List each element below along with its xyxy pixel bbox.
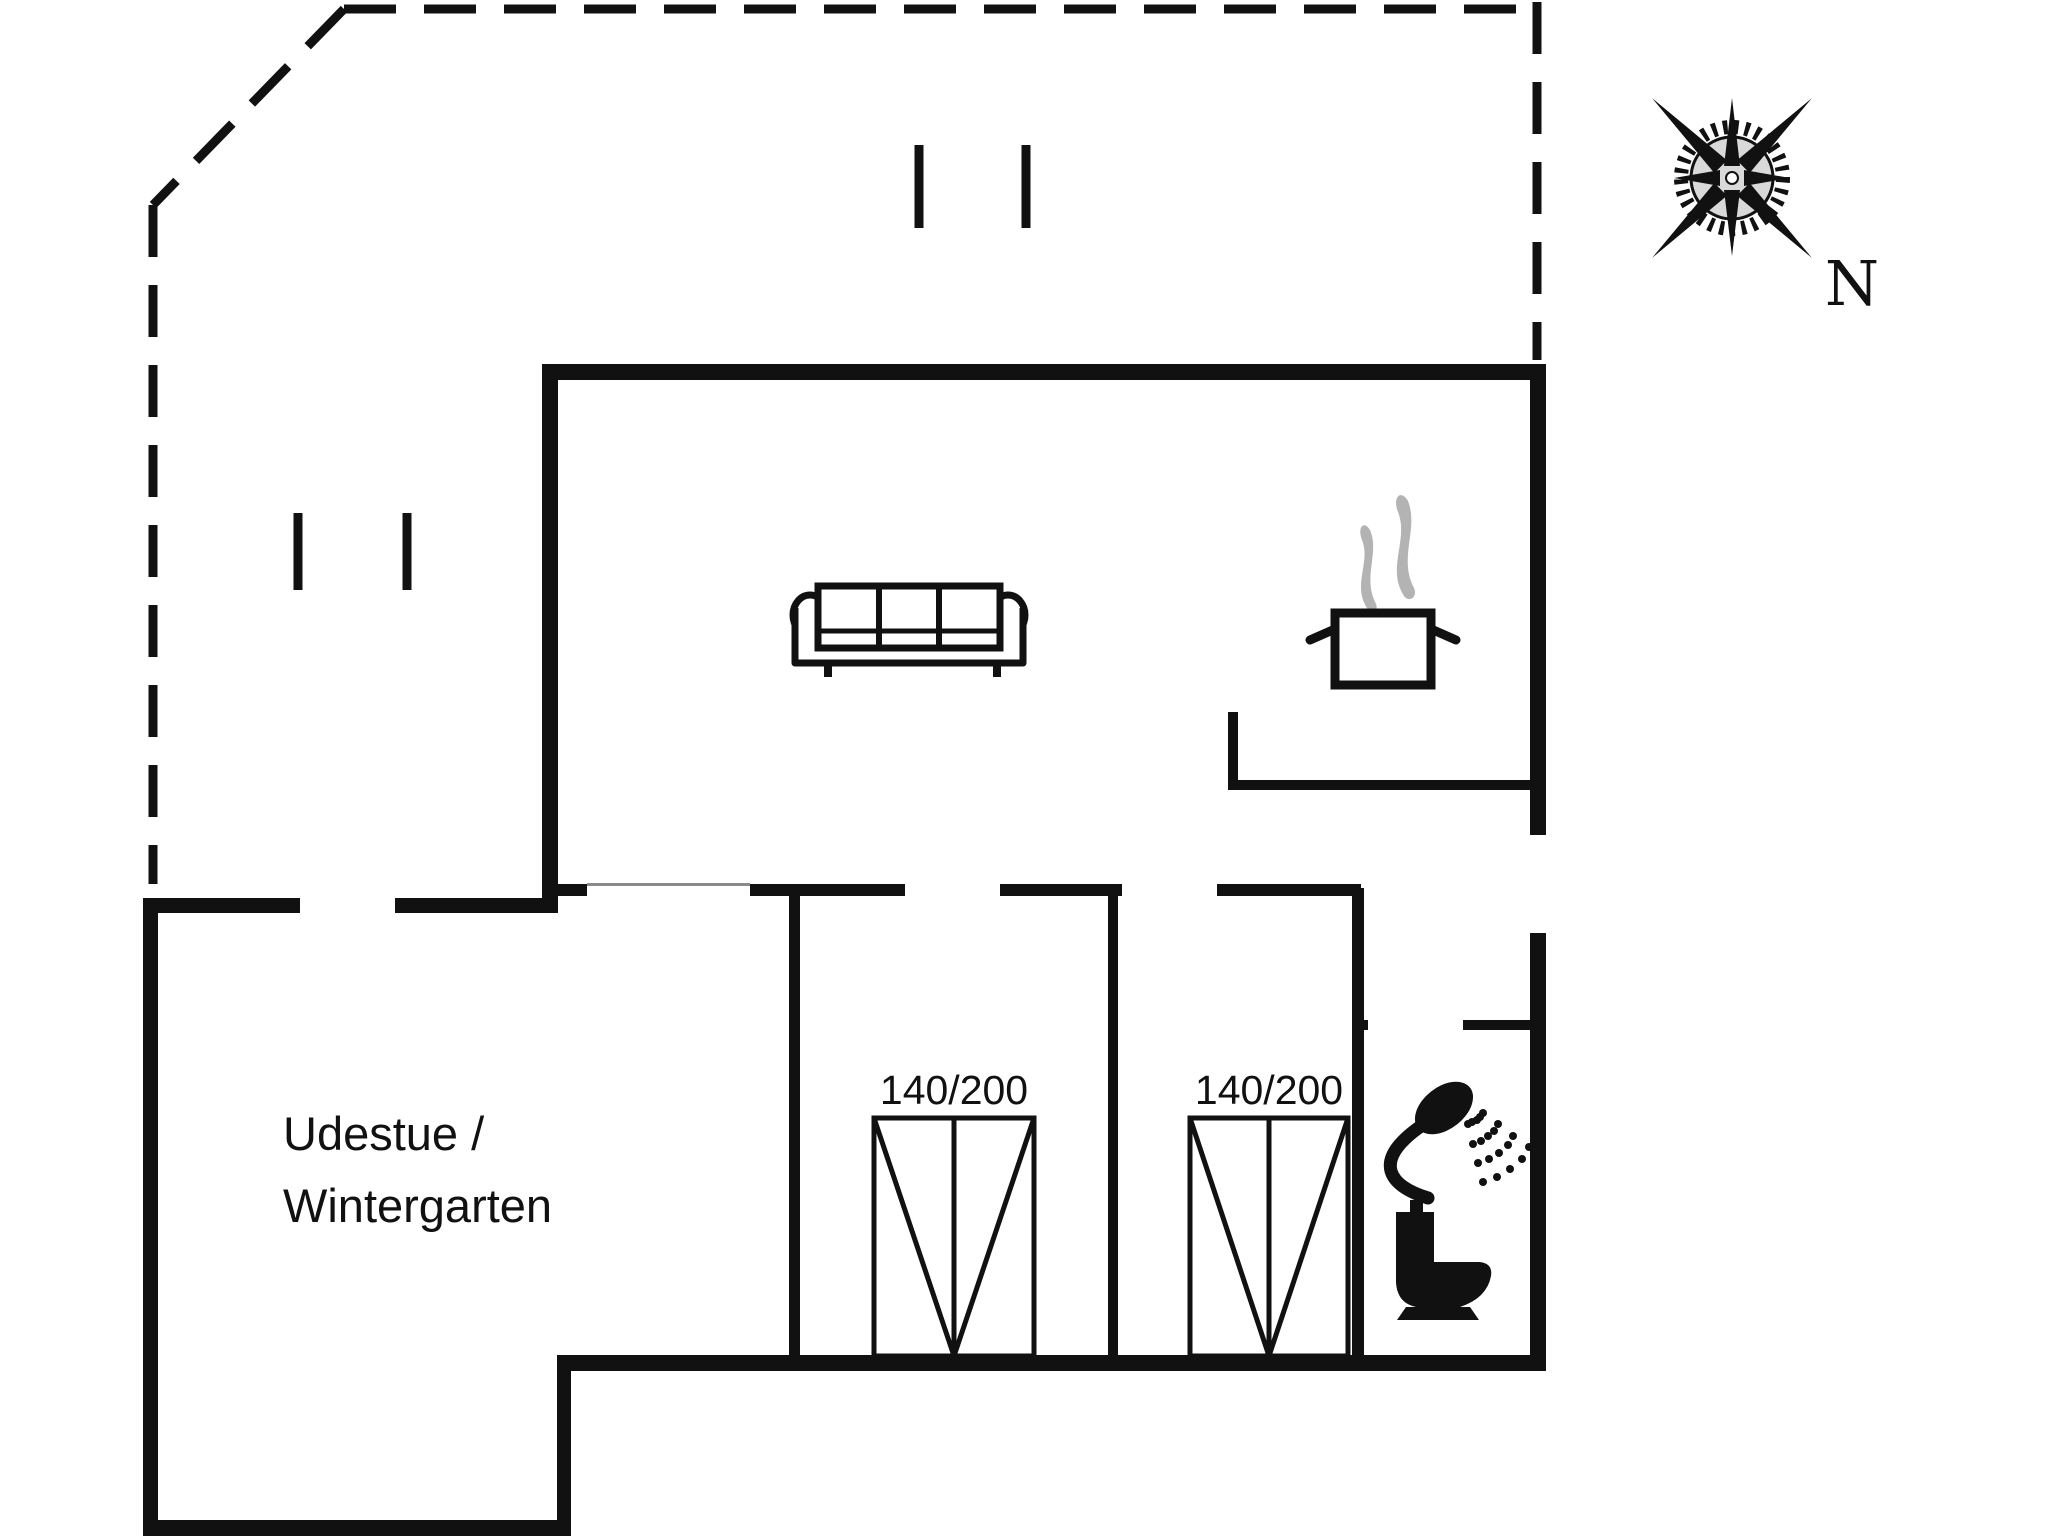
wintergarten-label-line2: Wintergarten [283,1179,552,1232]
north-label: N [1825,247,1879,320]
wall-wintergarten-top-1 [143,898,300,913]
wall-divider-c [1217,884,1361,896]
bed-1 [871,1115,1037,1359]
wall-divider-a [750,884,905,896]
wall-step [557,1355,571,1536]
bed-1-diagonal-right [951,1117,1037,1357]
wall-bedrooms-bottom [557,1355,1546,1371]
shower-icon [1383,1081,1533,1205]
compass-hub [1725,171,1739,185]
toilet-tank [1396,1212,1434,1242]
toilet-bowl [1396,1242,1492,1307]
toilet-base [1397,1307,1479,1320]
wall-bath-left [1352,888,1364,1355]
cooking-pot-icon [1305,495,1461,690]
bed-1-diagonal-left [871,1117,957,1357]
wall-wintergarten-top-2 [395,898,558,913]
pot-body [1330,608,1436,690]
labels: Udestue / Wintergarten 140/200 140/200 [283,1067,1343,1232]
threshold-hall [587,883,750,886]
pot-handle-left [1305,624,1340,645]
outer-walls [143,364,1546,1536]
wall-wintergarten-left [143,898,158,1536]
terrace-dashed-boundary [148,2,1542,884]
shower-hose [1383,1117,1435,1205]
wall-kitchen-horizontal [1228,780,1530,790]
wall-living-top [542,364,1546,380]
terrace-diagonal-dashed-line [149,5,348,209]
sofa-icon [789,582,1029,677]
wall-divider-b [1000,884,1122,896]
toilet-button [1410,1200,1423,1212]
interior-walls [558,712,1530,1355]
bed-2-diagonal-left [1187,1117,1272,1357]
wall-right-lower [1530,933,1546,1371]
wall-hall-stub [558,884,587,896]
wall-kitchen-vertical [1228,712,1238,790]
wall-bedroom1-left [789,896,800,1355]
wall-living-left [542,364,558,912]
compass-cardinal-points [1674,98,1790,256]
wall-right-upper [1530,364,1546,835]
window-marks [293,145,1031,590]
wall-bath-top [1463,1020,1530,1030]
wall-bath-door-stub [1352,1020,1368,1030]
bed-1-size-label: 140/200 [880,1067,1028,1113]
toilet-icon [1396,1200,1492,1320]
compass-rose: N [1652,98,1879,320]
steam-icon [1360,495,1415,612]
wall-bedroom-divider [1108,888,1118,1355]
pot-handle-right [1426,624,1461,645]
sofa-leg-right [993,663,1001,677]
bed-2-diagonal-right [1266,1117,1351,1357]
wall-wintergarten-bottom [143,1520,571,1536]
bed-2 [1187,1115,1351,1359]
wintergarten-label-line1: Udestue / [283,1107,485,1160]
bed-2-size-label: 140/200 [1195,1067,1343,1113]
compass-diagonal-points [1652,98,1812,258]
sofa-leg-left [824,663,832,677]
sofa-cushions [814,582,1004,652]
shower-spray-dots [1464,1109,1533,1186]
